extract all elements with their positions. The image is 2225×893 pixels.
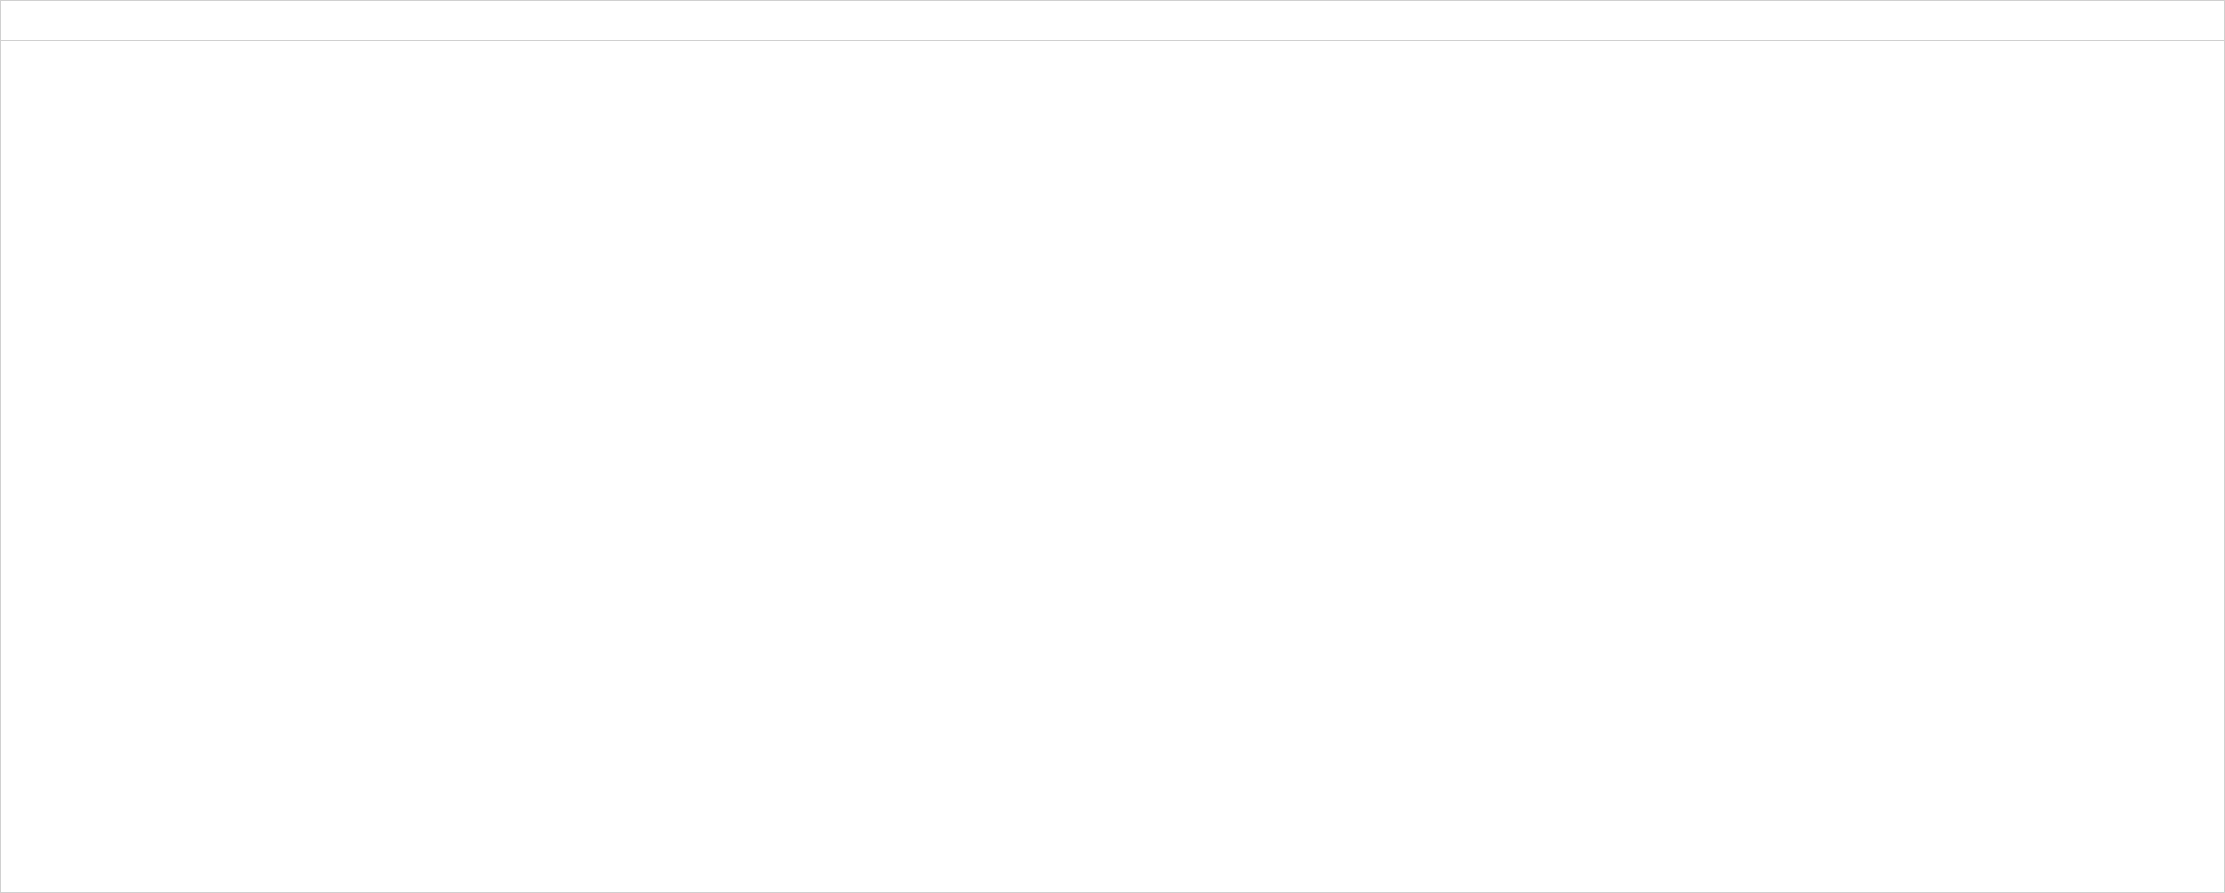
title-bar (1, 1, 2224, 41)
main-content (1, 41, 2224, 892)
